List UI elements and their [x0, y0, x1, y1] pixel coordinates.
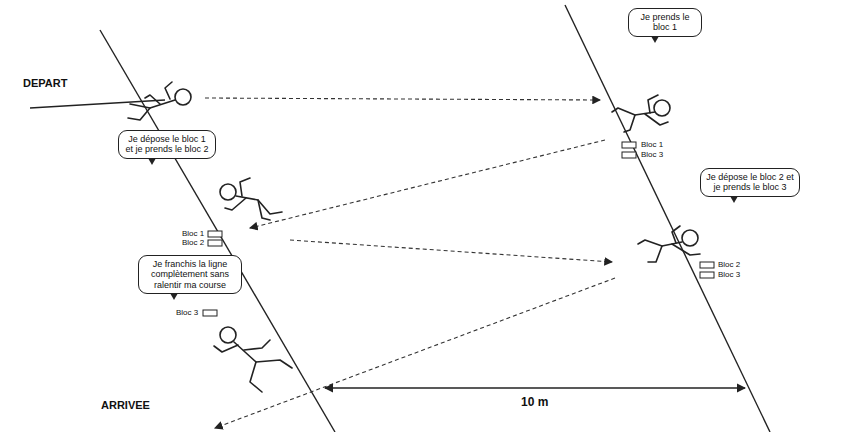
block-label: Bloc 3: [717, 271, 741, 279]
run-arrow: [205, 98, 600, 100]
far-line: [565, 5, 770, 432]
speech-bubble: Je dépose le bloc 1 et je prends le bloc…: [118, 130, 216, 159]
block-label: Bloc 2: [717, 261, 741, 269]
dimension-label: 10 m: [520, 396, 549, 408]
bubble-text: Je prends le bloc 1: [634, 12, 696, 33]
block-label: Bloc 3: [640, 151, 664, 159]
bubble-text: Je franchis la ligne complètement sans r…: [144, 259, 236, 290]
block-label: Bloc 3: [175, 309, 199, 317]
block-label: Bloc 1: [640, 141, 664, 149]
bubble-text: Je dépose le bloc 2 et je prends le bloc…: [706, 172, 794, 193]
start-line: [100, 30, 335, 432]
run-arrow: [250, 140, 605, 228]
bubble-text: Je dépose le bloc 1 et je prends le bloc…: [124, 134, 210, 155]
run-arrow: [290, 240, 612, 262]
speech-bubble: Je prends le bloc 1: [628, 8, 702, 37]
dimension-line: [325, 387, 745, 388]
line-label: ARRIVEE: [100, 400, 151, 411]
block-label: Bloc 2: [181, 239, 205, 247]
speech-bubble: Je dépose le bloc 2 et je prends le bloc…: [700, 168, 800, 197]
dimension-line: [325, 387, 745, 388]
line-label: DEPART: [22, 78, 68, 89]
run-arrow: [215, 278, 615, 428]
block-label: Bloc 1: [181, 230, 205, 238]
speech-bubble: Je franchis la ligne complètement sans r…: [138, 255, 242, 294]
